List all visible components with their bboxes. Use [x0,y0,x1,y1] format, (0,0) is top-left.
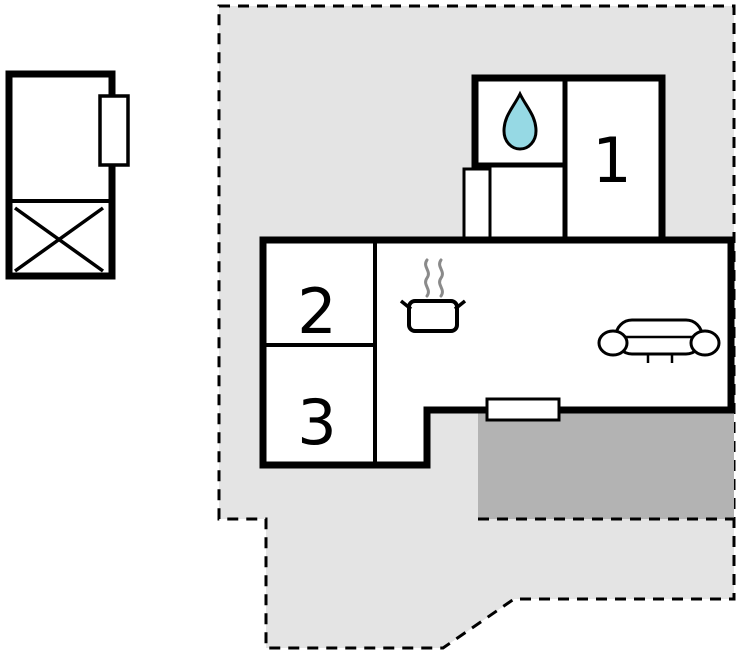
pot-handle-left [399,299,413,311]
steam-line-left [424,258,430,298]
room1-label: 1 [592,124,631,197]
pot-handle-right [453,299,467,311]
sofa-arm-left [597,329,629,357]
sofa-arm-right [689,329,721,357]
cross-marker-icon [13,206,105,273]
outbuilding-outline [5,70,116,280]
outbuilding-window-icon [98,94,130,167]
pot-body [407,299,459,333]
terrace [478,411,734,519]
sofa-icon [597,318,721,363]
outbuilding [5,70,130,280]
house-upper-block [471,74,666,244]
window-icon [462,167,492,240]
house-main-block [259,236,735,469]
room3-label: 3 [297,386,336,459]
steam-line-right [438,258,444,298]
cross-line-2 [13,206,105,273]
water-drop-icon [502,90,538,151]
door-icon [485,397,561,422]
stove-pot-icon [399,258,467,333]
room2-label: 2 [297,275,336,348]
